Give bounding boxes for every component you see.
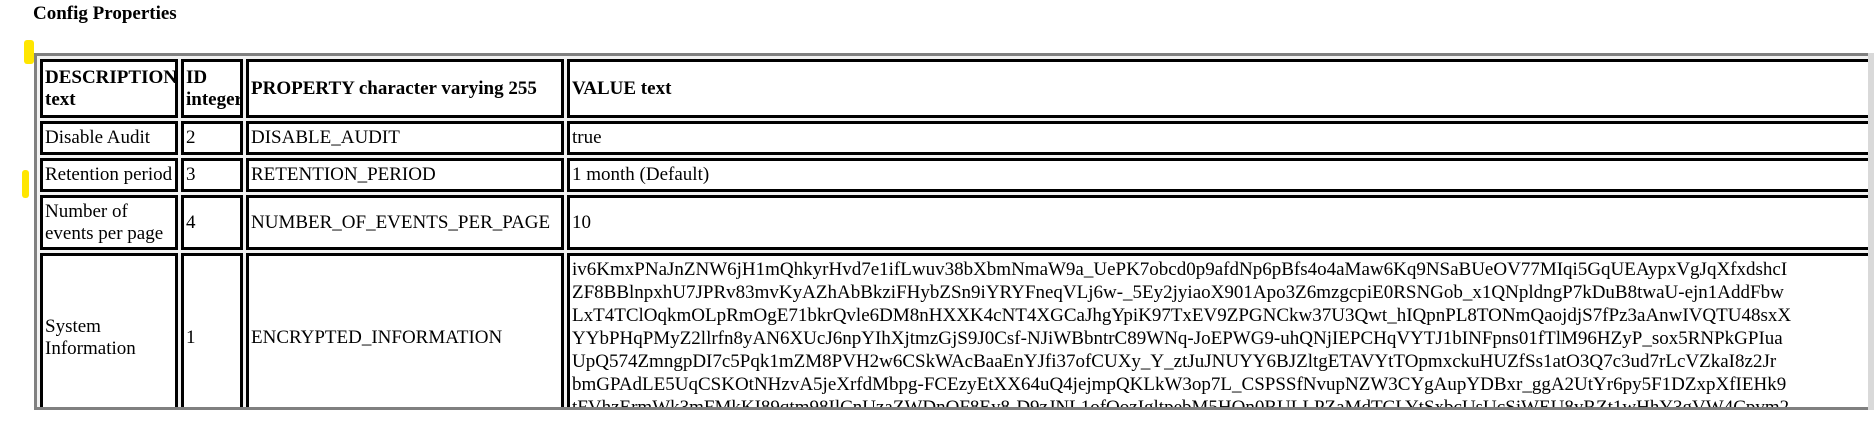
encrypted-line: YYbPHqPMyZ2llrfn8yAN6XUcJ6npYIhXjtmzGjS9… <box>572 327 1783 349</box>
encrypted-line: iv6KmxPNaJnZNW6jH1mQhkyrHvd7e1ifLwuv38bX… <box>572 258 1788 280</box>
cell-id: 2 <box>181 121 243 155</box>
cell-description: Retention period <box>40 158 178 192</box>
encrypted-line: LxT4TClOqkmOLpRmOgE71bkrQvle6DM8nHXXK4cN… <box>572 304 1792 326</box>
table-row: System Information 1 ENCRYPTED_INFORMATI… <box>40 253 1874 410</box>
cell-id: 4 <box>181 195 243 250</box>
horizontal-overflow-edge[interactable] <box>1868 53 1874 410</box>
encrypted-line: bmGPAdLE5UqCSKOtNHzvA5jeXrfdMbpg-FCEzyEt… <box>572 373 1787 395</box>
encrypted-line: UpQ574ZmngpDI7c5Pqk1mZM8PVH2w6CSkWAcBaaE… <box>572 350 1777 372</box>
table-header-row: DESCRIPTION text ID integer PROPERTY cha… <box>40 59 1874 118</box>
page-title: Config Properties <box>33 3 177 24</box>
cell-id: 1 <box>181 253 243 407</box>
header-id: ID integer <box>181 59 243 118</box>
table-row: Retention period 3 RETENTION_PERIOD 1 mo… <box>40 158 1874 192</box>
highlight-mark-middle <box>22 170 29 198</box>
cell-property: NUMBER_OF_EVENTS_PER_PAGE <box>246 195 564 250</box>
config-properties-table: DESCRIPTION text ID integer PROPERTY cha… <box>37 56 1874 410</box>
cell-value: 10 <box>567 195 1874 250</box>
table-row: Number of events per page 4 NUMBER_OF_EV… <box>40 195 1874 250</box>
config-properties-table-container[interactable]: DESCRIPTION text ID integer PROPERTY cha… <box>34 53 1874 410</box>
cell-property: ENCRYPTED_INFORMATION <box>246 253 564 407</box>
encrypted-line: ZF8BBlnpxhU7JPRv83mvKyAZhAbBkziFHybZSn9i… <box>572 281 1784 303</box>
header-property: PROPERTY character varying 255 <box>246 59 564 118</box>
cell-property: DISABLE_AUDIT <box>246 121 564 155</box>
cell-description: System Information <box>40 253 178 407</box>
cell-value-encrypted: iv6KmxPNaJnZNW6jH1mQhkyrHvd7e1ifLwuv38bX… <box>567 253 1874 410</box>
cell-description: Disable Audit <box>40 121 178 155</box>
header-description: DESCRIPTION text <box>40 59 178 118</box>
encrypted-line: tFVhzErmWk3mFMkKI89qtm98IlCnUzaZWDnQF8Ey… <box>572 396 1790 410</box>
cell-value: true <box>567 121 1874 155</box>
header-value: VALUE text <box>567 59 1874 118</box>
cell-property: RETENTION_PERIOD <box>246 158 564 192</box>
cell-description: Number of events per page <box>40 195 178 250</box>
highlight-mark-top <box>24 40 34 64</box>
cell-id: 3 <box>181 158 243 192</box>
cell-value: 1 month (Default) <box>567 158 1874 192</box>
table-row: Disable Audit 2 DISABLE_AUDIT true <box>40 121 1874 155</box>
